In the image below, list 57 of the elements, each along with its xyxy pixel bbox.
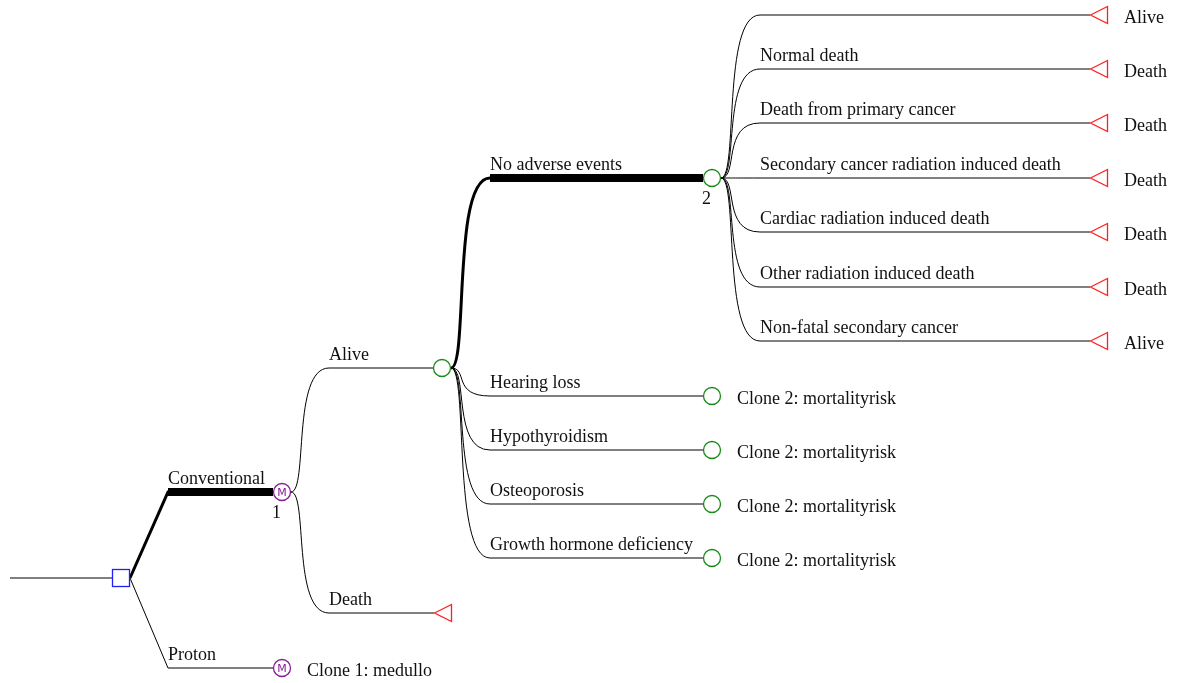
node-caption: Death xyxy=(1124,279,1167,299)
terminal-node xyxy=(1090,114,1108,132)
branch-label: Proton xyxy=(168,644,216,664)
markov-node: M xyxy=(273,659,291,677)
branch-label: Cardiac radiation induced death xyxy=(760,208,990,228)
branch-label: Osteoporosis xyxy=(490,480,584,500)
node-caption: Alive xyxy=(1124,7,1164,27)
terminal-node xyxy=(1090,278,1108,296)
chance-node xyxy=(703,441,721,459)
branch-line xyxy=(720,177,1091,179)
branch-label: Growth hormone deficiency xyxy=(490,534,693,554)
branch-label: Secondary cancer radiation induced death xyxy=(760,154,1061,174)
branch-label: No adverse events xyxy=(490,154,622,174)
branch-label: Hearing loss xyxy=(490,372,581,392)
node-caption: Alive xyxy=(1124,333,1164,353)
branch-label: Death xyxy=(329,589,372,609)
branch-line xyxy=(449,174,703,370)
chance-node xyxy=(433,359,451,377)
node-caption: Clone 2: mortalityrisk xyxy=(737,550,896,570)
node-caption: Clone 1: medullo xyxy=(307,660,432,680)
branch-line xyxy=(720,177,1091,342)
branch-line xyxy=(450,367,704,559)
branch-line xyxy=(128,488,273,579)
node-caption: 2 xyxy=(702,188,711,208)
markov-node: M xyxy=(273,483,291,501)
node-caption: 1 xyxy=(272,502,281,522)
branch-line xyxy=(290,491,435,614)
branch-line xyxy=(720,68,1091,179)
node-caption: Death xyxy=(1124,61,1167,81)
branch-line xyxy=(290,367,434,493)
branch-label: Other radiation induced death xyxy=(760,263,975,283)
branch-label: Conventional xyxy=(168,468,265,488)
branch-line xyxy=(9,577,113,579)
terminal-node xyxy=(1090,332,1108,350)
node-caption: Clone 2: mortalityrisk xyxy=(737,496,896,516)
node-caption: Death xyxy=(1124,224,1167,244)
chance-node xyxy=(703,387,721,405)
chance-node xyxy=(703,495,721,513)
branch-line xyxy=(450,367,704,505)
chance-node xyxy=(703,549,721,567)
node-caption: Clone 2: mortalityrisk xyxy=(737,388,896,408)
terminal-node xyxy=(434,604,452,622)
branch-label: Normal death xyxy=(760,45,859,65)
branch-label: Death from primary cancer xyxy=(760,99,956,119)
terminal-node xyxy=(1090,6,1108,24)
terminal-node xyxy=(1090,223,1108,241)
terminal-node xyxy=(1090,169,1108,187)
chance-node xyxy=(703,169,721,187)
node-caption: Clone 2: mortalityrisk xyxy=(737,442,896,462)
node-caption: Death xyxy=(1124,115,1167,135)
branch-line xyxy=(450,367,704,397)
branch-label: Non-fatal secondary cancer xyxy=(760,317,958,337)
branch-label: Hypothyroidism xyxy=(490,426,608,446)
decision-node xyxy=(112,569,130,587)
terminal-node xyxy=(1090,60,1108,78)
branch-label: Alive xyxy=(329,344,369,364)
node-caption: Death xyxy=(1124,170,1167,190)
